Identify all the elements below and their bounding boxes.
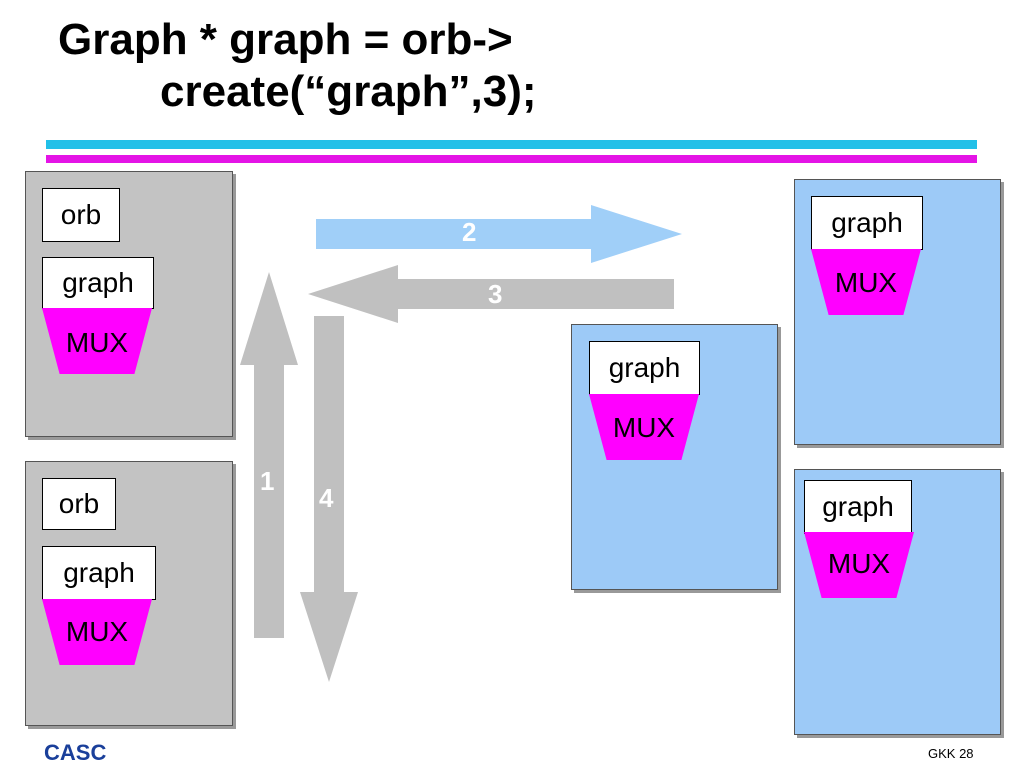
graph-label: graph <box>42 257 154 309</box>
arrow-3-reply <box>308 265 674 323</box>
slide-number: GKK 28 <box>928 746 974 761</box>
graph-label: graph <box>589 341 700 395</box>
mux-block <box>811 249 921 315</box>
slide-title: Graph * graph = orb->create(“graph”,3); <box>58 14 537 118</box>
mux-label: MUX <box>65 327 129 358</box>
title-line-1: Graph * graph = orb-> <box>58 15 513 64</box>
footer-logo-text: CASC <box>44 740 107 765</box>
arrow-2-number: 2 <box>462 217 477 247</box>
graph-label: graph <box>811 196 923 250</box>
title-underline-cyan <box>46 140 977 149</box>
orb-label: orb <box>42 478 116 530</box>
mux-block <box>42 308 152 374</box>
mux-label: MUX <box>827 548 891 579</box>
arrow-1-number: 1 <box>260 466 275 496</box>
graph-label: graph <box>42 546 156 600</box>
mux-label: MUX <box>834 267 898 298</box>
mux-label: MUX <box>65 616 129 647</box>
arrow-4-down <box>300 316 358 682</box>
mux-block <box>589 394 699 460</box>
title-underline-magenta <box>46 155 977 163</box>
arrow-4-number: 4 <box>319 483 334 513</box>
arrow-2-request <box>316 205 682 263</box>
mux-label: MUX <box>612 412 676 443</box>
arrow-1-up <box>240 272 298 638</box>
graph-label: graph <box>804 480 912 534</box>
mux-block <box>804 532 914 598</box>
orb-label: orb <box>42 188 120 242</box>
title-line-2: create(“graph”,3); <box>160 67 537 116</box>
mux-block <box>42 599 152 665</box>
arrow-3-number: 3 <box>488 279 503 309</box>
